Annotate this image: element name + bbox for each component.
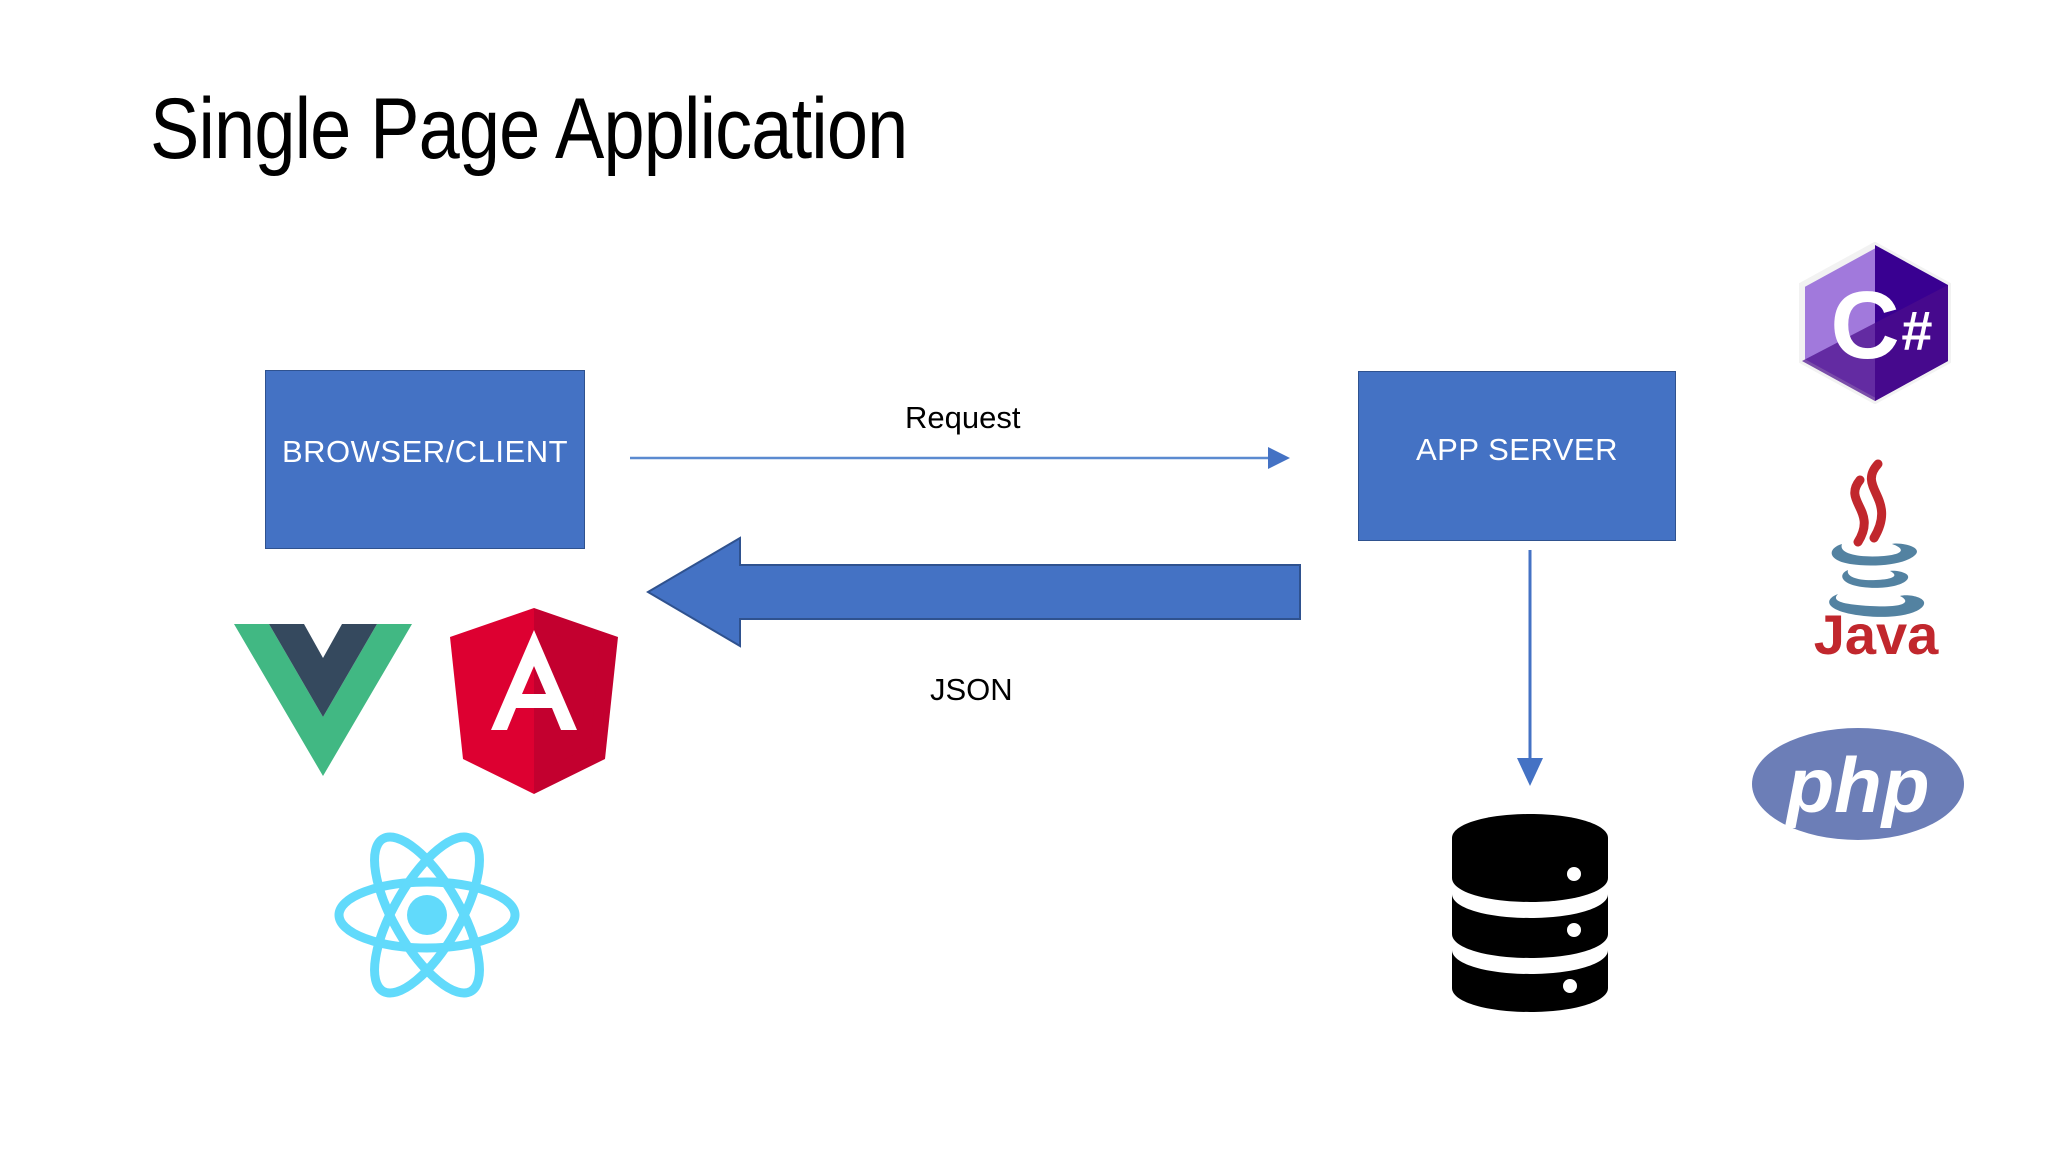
flow-json-label: JSON <box>930 672 1013 707</box>
database-cylinder-icon <box>1452 814 1608 1012</box>
node-browser-client-label: BROWSER/CLIENT <box>281 433 569 469</box>
node-browser-client[interactable]: BROWSER/CLIENT <box>265 370 585 549</box>
svg-text:php: php <box>1785 741 1930 829</box>
page-title: Single Page Application <box>150 81 908 177</box>
java-logo-icon: Java <box>1814 459 1939 660</box>
angular-logo-icon <box>450 608 618 794</box>
react-logo-icon <box>334 832 520 998</box>
csharp-logo-icon: C # <box>1799 242 1951 404</box>
flow-json-arrow-icon <box>646 536 1301 648</box>
svg-text:C: C <box>1830 272 1899 379</box>
flow-db-arrow-icon <box>1517 550 1543 786</box>
flow-request-label: Request <box>905 400 1021 435</box>
php-logo-icon: php <box>1752 728 1964 840</box>
node-app-server-label: APP SERVER <box>1415 432 1618 467</box>
svg-text:#: # <box>1901 299 1932 362</box>
node-app-server[interactable]: APP SERVER <box>1358 371 1676 541</box>
flow-request-arrow-icon <box>630 447 1290 469</box>
svg-text:Java: Java <box>1814 603 1939 660</box>
vue-logo-icon <box>234 624 412 776</box>
